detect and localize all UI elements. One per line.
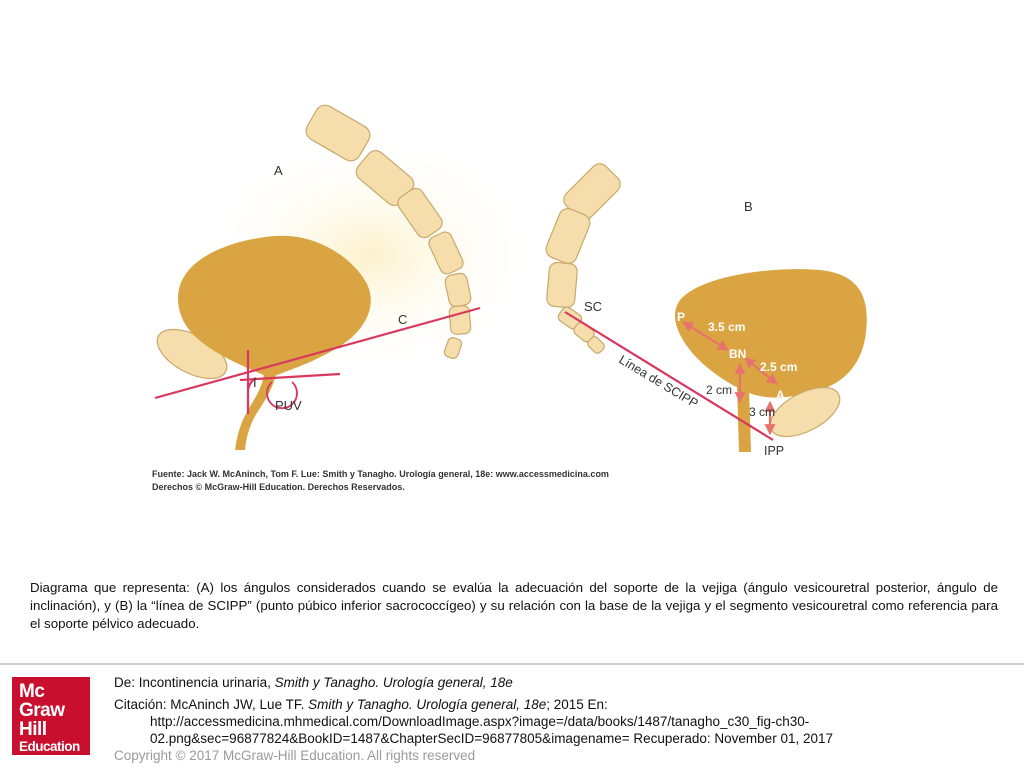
angle-i-label: I [253, 375, 257, 390]
bladder-b [675, 269, 867, 398]
puv-label: PUV [275, 398, 302, 413]
dist-bn-a-label: 2.5 cm [760, 360, 797, 374]
copyright-notice: Copyright © 2017 McGraw-Hill Education. … [114, 748, 476, 763]
dist-p-bn-label: 3.5 cm [708, 320, 745, 334]
mcgraw-hill-logo: Mc Graw Hill Education [12, 677, 90, 755]
bladder-a [178, 235, 371, 378]
citation-url-line-2: 02.png&sec=96877824&BookID=1487&ChapterS… [150, 731, 833, 746]
figure-source-line-1: Fuente: Jack W. McAninch, Tom F. Lue: Sm… [152, 469, 609, 479]
panel-b-label: B [744, 199, 753, 214]
sc-label: SC [584, 299, 602, 314]
dist-a-line-label: 3 cm [749, 405, 775, 419]
source-reference: De: Incontinencia urinaria, Smith y Tana… [114, 675, 513, 690]
pelvic-support-diagram: A C I PUV B SC Línea [152, 104, 867, 492]
scipp-line [564, 311, 774, 441]
panel-a: A C I PUV [154, 104, 540, 450]
urethra-a [235, 374, 276, 450]
dist-bn-line-label: 2 cm [706, 383, 732, 397]
sacrum-vertebrae-b [545, 163, 621, 354]
reference-lines-a [154, 306, 481, 414]
measurement-arrows [682, 321, 778, 436]
citation-url-line-1: http://accessmedicina.mhmedical.com/Down… [150, 714, 810, 729]
line-c-label: C [398, 312, 407, 327]
figure-source-line-2: Derechos © McGraw-Hill Education. Derech… [152, 482, 405, 492]
panel-a-label: A [274, 163, 283, 178]
figure-caption: Diagrama que representa: (A) los ángulos… [30, 580, 998, 631]
scipp-line-label: Línea de SCIPP [616, 353, 700, 411]
point-p-label: P [677, 310, 685, 324]
panel-b: B SC Línea de SCIPP P BN A 3.5 cm 2.5 cm… [545, 163, 867, 458]
citation-footer: De: Incontinencia urinaria, Smith y Tana… [114, 674, 1014, 764]
ipp-label: IPP [764, 444, 784, 458]
point-a-label: A [776, 388, 785, 402]
point-bn-label: BN [729, 347, 746, 361]
sacrum-vertebrae-a [305, 104, 472, 359]
footer-divider [0, 663, 1024, 665]
citation-line: Citación: McAninch JW, Lue TF. Smith y T… [114, 697, 608, 712]
